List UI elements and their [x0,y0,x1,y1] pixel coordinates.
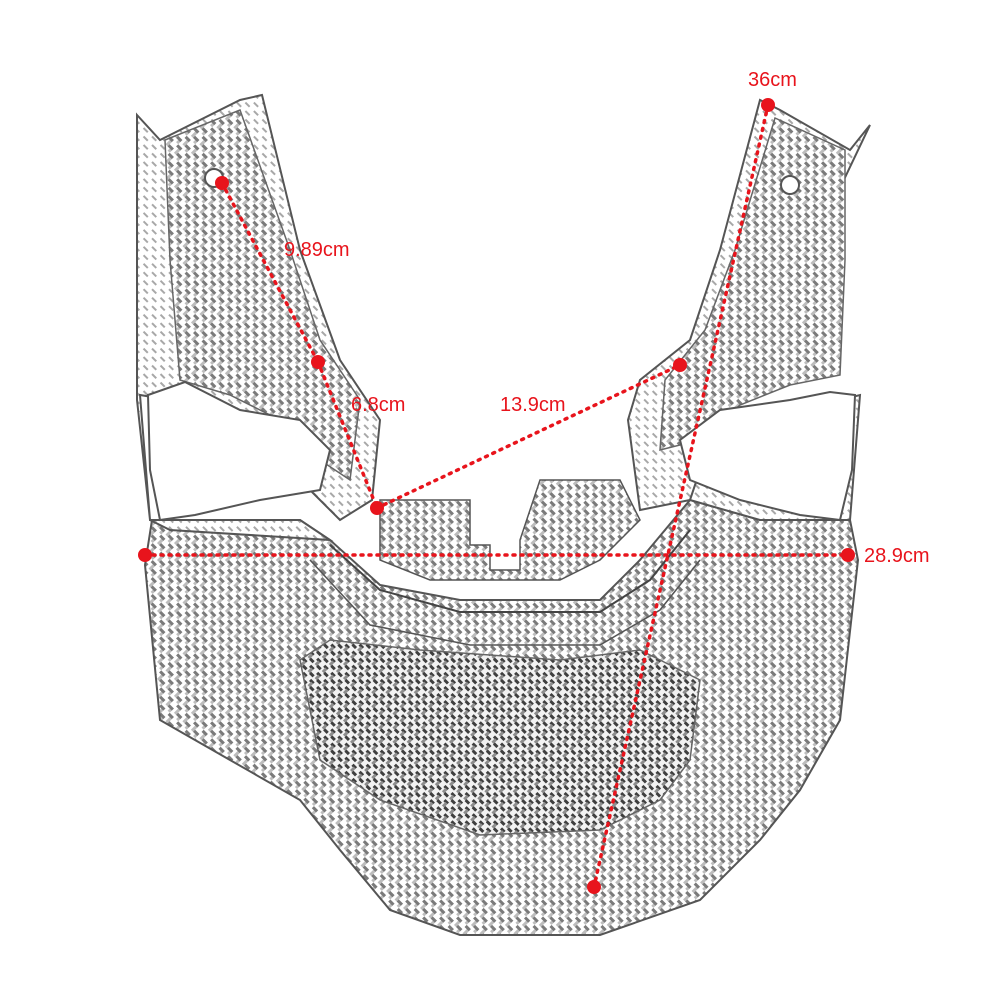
left-arm-rib [164,109,361,482]
measure-point [841,548,855,562]
measure-line-diagonal [375,363,682,510]
label-width: 28.9cm [864,545,930,567]
measurement-lines [143,103,850,889]
measure-point [587,880,601,894]
measurement-points [138,98,855,894]
right-arm-rib [659,116,846,451]
measure-line-upper-left [220,181,320,364]
measure-line-height [592,103,770,889]
label-diagonal: 13.9cm [500,394,566,416]
left-cutout [146,380,332,522]
measure-point [311,355,325,369]
label-total-height: 36cm [748,69,797,91]
right-cutout [678,390,857,522]
body-contour-2 [309,559,701,646]
measure-point [370,501,384,515]
measure-point [138,548,152,562]
measure-point [215,176,229,190]
center-notch [379,479,641,581]
measure-line-lower-left [316,360,379,510]
fairing-center-dark [299,639,701,836]
body-contour-1 [329,529,691,613]
label-lower-left: 6.8cm [351,394,406,416]
label-upper-left: 9.89cm [284,239,350,261]
right-mount-hole [780,175,800,195]
measure-point [761,98,775,112]
measure-point [673,358,687,372]
